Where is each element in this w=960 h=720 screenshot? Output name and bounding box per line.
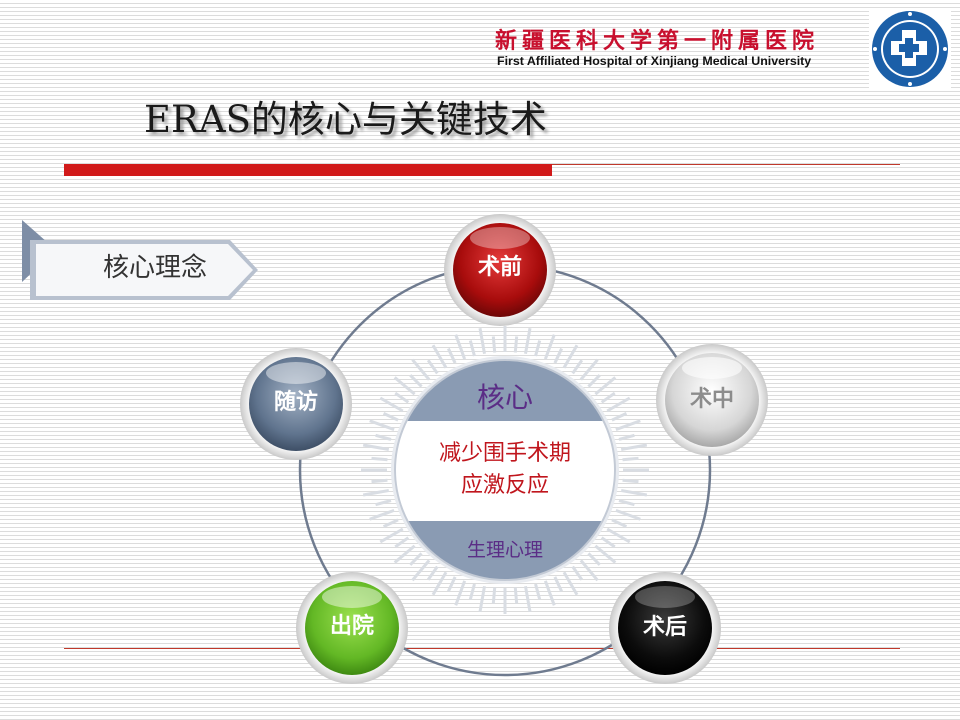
sunburst-ray bbox=[534, 340, 542, 357]
concept-tab bbox=[22, 220, 258, 300]
sunburst-ray bbox=[491, 336, 497, 353]
sunburst-ray bbox=[587, 552, 601, 566]
sunburst-ray bbox=[447, 576, 457, 593]
sunburst-ray bbox=[375, 433, 392, 441]
sunburst-ray bbox=[524, 585, 532, 613]
sunburst-ray bbox=[524, 327, 532, 355]
sunburst-ray bbox=[426, 359, 439, 375]
sunburst-ray bbox=[394, 391, 410, 404]
node-pre-op-label: 术前 bbox=[477, 255, 522, 280]
sunburst-ray bbox=[553, 576, 563, 593]
sunburst-ray bbox=[393, 544, 416, 564]
center-bottom-text: 生理心理 bbox=[466, 539, 543, 561]
sunburst-rays bbox=[361, 326, 649, 614]
sunburst-ray bbox=[562, 571, 579, 596]
node-discharge-label: 出院 bbox=[329, 614, 374, 639]
sunburst-ray bbox=[411, 559, 431, 582]
sunburst-ray bbox=[611, 518, 628, 528]
sunburst-ray bbox=[594, 376, 617, 396]
slide-title: ERAS的核心与关键技术 bbox=[144, 98, 547, 141]
node-follow-up-label: 随访 bbox=[273, 390, 318, 415]
hospital-name-cn: 新疆医科大学第一附属医院 bbox=[495, 28, 820, 54]
sunburst-ray bbox=[371, 456, 388, 462]
hospital-emblem-icon bbox=[869, 8, 951, 90]
sunburst-ray bbox=[375, 499, 392, 507]
sunburst-ray bbox=[600, 536, 616, 549]
sunburst-ray bbox=[362, 489, 390, 497]
sunburst-ray bbox=[618, 499, 635, 507]
sunburst-ray bbox=[615, 419, 641, 432]
sunburst-ray bbox=[594, 544, 617, 564]
node-post-op[interactable] bbox=[609, 572, 721, 684]
sunburst-ray bbox=[379, 527, 404, 544]
sunburst-ray bbox=[513, 336, 519, 353]
hospital-name-en: First Affiliated Hospital of Xinjiang Me… bbox=[497, 54, 812, 68]
sunburst-ray bbox=[620, 443, 648, 451]
node-pre-op[interactable] bbox=[444, 214, 556, 326]
sunburst-ray bbox=[553, 347, 563, 364]
sunburst-ray bbox=[543, 580, 556, 606]
center-text-line1: 减少围手术期 bbox=[438, 441, 571, 466]
sunburst-ray bbox=[409, 552, 423, 566]
sunburst-ray bbox=[362, 443, 390, 451]
sunburst-ray bbox=[513, 587, 519, 604]
node-discharge[interactable] bbox=[296, 572, 408, 684]
concept-label: 核心理念 bbox=[102, 253, 207, 283]
node-post-op-label: 术后 bbox=[642, 615, 687, 640]
sunburst-ray bbox=[371, 478, 388, 484]
sunburst-ray bbox=[369, 508, 395, 521]
sunburst-ray bbox=[369, 419, 395, 432]
sunburst-ray bbox=[454, 334, 467, 360]
node-intra-op-label: 术中 bbox=[689, 387, 734, 412]
title-underline-bar bbox=[64, 164, 552, 176]
sunburst-ray bbox=[618, 433, 635, 441]
sunburst-ray bbox=[382, 412, 399, 422]
center-circle bbox=[391, 356, 619, 584]
sunburst-ray bbox=[409, 374, 423, 388]
footer-divider bbox=[64, 648, 900, 649]
center-title: 核心 bbox=[476, 381, 533, 414]
sunburst-ray bbox=[431, 344, 448, 369]
sunburst-ray bbox=[393, 376, 416, 396]
sunburst-ray bbox=[478, 585, 486, 613]
sunburst-ray bbox=[579, 358, 599, 381]
sunburst-ray bbox=[606, 396, 631, 413]
sunburst-ray bbox=[447, 347, 457, 364]
sunburst-ray bbox=[606, 527, 631, 544]
sunburst-ray bbox=[562, 344, 579, 369]
sunburst-ray bbox=[478, 327, 486, 355]
sunburst-ray bbox=[543, 334, 556, 360]
sunburst-ray bbox=[431, 571, 448, 596]
sunburst-ray bbox=[622, 456, 639, 462]
node-follow-up[interactable] bbox=[240, 348, 352, 460]
sunburst-ray bbox=[611, 412, 628, 422]
sunburst-ray bbox=[426, 565, 439, 581]
sunburst-ray bbox=[587, 374, 601, 388]
sunburst-ray bbox=[491, 587, 497, 604]
center-text-line2: 应激反应 bbox=[460, 473, 549, 498]
sunburst-ray bbox=[454, 580, 467, 606]
sunburst-ray bbox=[620, 489, 648, 497]
node-intra-op[interactable] bbox=[656, 344, 768, 456]
sunburst-ray bbox=[579, 559, 599, 582]
sunburst-ray bbox=[382, 518, 399, 528]
sunburst-ray bbox=[468, 340, 476, 357]
sunburst-ray bbox=[379, 396, 404, 413]
sunburst-ray bbox=[571, 565, 584, 581]
sunburst-ray bbox=[394, 536, 410, 549]
sunburst-ray bbox=[411, 358, 431, 381]
sunburst-ray bbox=[615, 508, 641, 521]
sunburst-ray bbox=[571, 359, 584, 375]
sunburst-ray bbox=[468, 583, 476, 600]
sunburst-ray bbox=[622, 478, 639, 484]
sunburst-ray bbox=[534, 583, 542, 600]
sunburst-ray bbox=[600, 391, 616, 404]
